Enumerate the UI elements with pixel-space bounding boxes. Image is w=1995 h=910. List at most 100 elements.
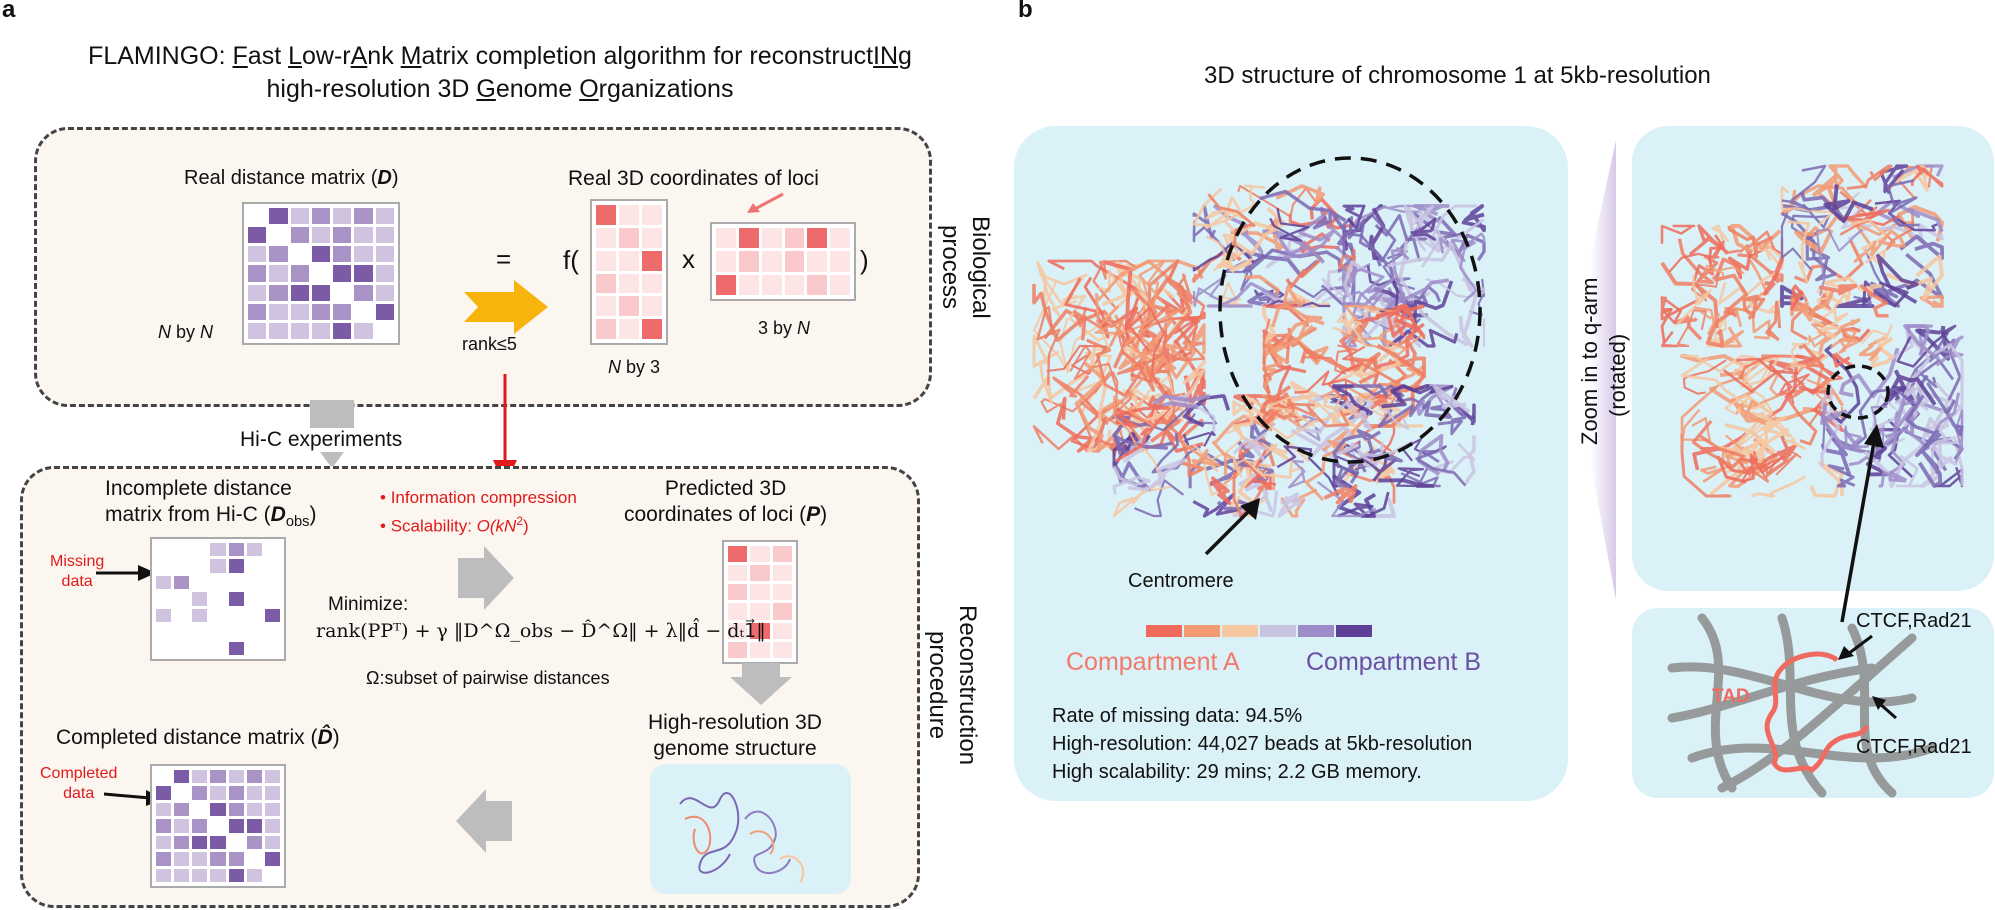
omega-subset-label: Ω:subset of pairwise distances xyxy=(366,668,610,688)
matrix-cell xyxy=(761,251,782,272)
chromatin-strand xyxy=(1334,399,1373,432)
chromatin-strand xyxy=(1917,449,1943,488)
label-text: Completed distance matrix ( xyxy=(56,726,318,749)
chromatin-strand xyxy=(1727,225,1774,259)
matrix-cell xyxy=(210,868,226,882)
chromatin-strand xyxy=(1062,294,1120,342)
matrix-cell xyxy=(269,227,288,244)
matrix-cell xyxy=(246,543,262,557)
three-by-n-label: 3 by N xyxy=(758,318,810,339)
matrix-cell xyxy=(248,303,267,320)
chromatin-strand xyxy=(1682,359,1727,395)
chromatin-strand xyxy=(1192,274,1227,308)
matrix-cell xyxy=(228,592,244,606)
matrix-cell xyxy=(290,303,309,320)
matrix-cell xyxy=(228,559,244,573)
matrix-cell xyxy=(750,565,770,582)
chromatin-strand xyxy=(1232,431,1268,462)
chromatin-strand xyxy=(1128,458,1187,492)
matrix-cell xyxy=(174,559,190,573)
matrix-cell xyxy=(784,251,805,272)
title-text: F xyxy=(232,42,248,70)
completed-data-label: Completed data xyxy=(40,764,117,804)
chromatin-strand xyxy=(1838,327,1858,354)
chromatin-strand xyxy=(1458,276,1478,348)
matrix-cell xyxy=(750,641,770,658)
matrix-cell xyxy=(290,284,309,301)
label-text: ) xyxy=(522,516,529,536)
label-text: Real distance matrix ( xyxy=(184,167,378,189)
chromatin-strand xyxy=(1361,384,1429,409)
matrix-cell xyxy=(192,852,208,866)
matrix-cell xyxy=(375,227,394,244)
chromatin-strand xyxy=(1781,164,1827,212)
reconstruction-procedure-label: Reconstruction procedure xyxy=(922,585,982,785)
matrix-cell xyxy=(156,802,172,817)
matrix-cell xyxy=(210,786,226,800)
matrix-cell xyxy=(642,250,662,271)
matrix-cell xyxy=(290,208,309,225)
matrix-cell xyxy=(728,603,748,620)
chromatin-strand xyxy=(1112,395,1155,449)
chromatin-strand xyxy=(1954,409,1964,463)
chromatin-strand xyxy=(1192,240,1265,272)
chromatin-strand xyxy=(1385,408,1410,431)
chromatin-strand xyxy=(1116,333,1169,392)
incomplete-matrix-line2: matrix from Hi-C (Dobs) xyxy=(105,502,317,535)
missing-data-line1: Missing xyxy=(50,553,105,570)
chromatin-strand xyxy=(1688,224,1729,256)
chromatin-strand xyxy=(1799,289,1835,322)
chromatin-strand xyxy=(1218,233,1235,274)
matrix-cell xyxy=(354,322,373,339)
matrix-cell xyxy=(246,852,262,866)
ctcf-bottom-arrow xyxy=(1872,696,1897,720)
label-math: N xyxy=(158,322,171,342)
chromatin-strand xyxy=(1398,234,1469,347)
matrix-cell xyxy=(269,303,288,320)
matrix-cell xyxy=(619,250,639,271)
matrix-cell xyxy=(264,641,280,655)
chromatin-strand xyxy=(1735,362,1793,415)
matrix-cell xyxy=(716,251,736,272)
matrix-cell xyxy=(311,284,331,301)
chromatin-strand xyxy=(1287,459,1306,489)
chromatin-strand xyxy=(1356,345,1402,378)
real-distance-matrix-label: Real distance matrix (D) xyxy=(184,167,399,190)
matrix-cell xyxy=(738,251,759,272)
chromatin-strand xyxy=(1041,274,1084,317)
chromatin-strand xyxy=(1262,318,1273,381)
matrix-cell xyxy=(174,786,190,800)
pink-arrow xyxy=(747,192,784,213)
chromatin-strand xyxy=(1787,220,1811,284)
chromatin-strand xyxy=(1276,445,1340,497)
chromatin-strand xyxy=(1154,333,1206,362)
chromatin-strand xyxy=(1722,357,1799,393)
matrix-cell xyxy=(264,852,280,866)
real-3d-coordinates-label: Real 3D coordinates of loci xyxy=(568,167,819,190)
title-text: IN xyxy=(873,42,899,70)
label-text: ) xyxy=(820,503,828,526)
reconstruction-procedure-line1: Reconstruction xyxy=(954,604,981,766)
matrix-cell xyxy=(642,205,662,225)
matrix-cell xyxy=(192,786,208,800)
label-text: ) xyxy=(332,726,340,749)
matrix-cell xyxy=(174,575,190,590)
matrix-cell xyxy=(750,584,770,601)
matrix-cell xyxy=(830,274,850,295)
missing-data-line2: data xyxy=(61,573,93,590)
chromatin-strand xyxy=(1713,257,1749,317)
completed-data-line2: data xyxy=(63,785,95,802)
matrix-cell xyxy=(210,559,226,573)
matrix-cell xyxy=(156,575,172,590)
chromatin-strand xyxy=(1124,297,1200,346)
chromatin-strand xyxy=(1036,305,1061,386)
matrix-cell xyxy=(596,250,616,271)
matrix-cell xyxy=(156,835,172,850)
real-distance-matrix xyxy=(242,202,400,345)
matrix-cell xyxy=(192,608,208,623)
matrix-cell xyxy=(248,284,267,301)
chromatin-strand xyxy=(1415,384,1454,416)
matrix-cell xyxy=(750,622,770,639)
chromatin-strand xyxy=(1342,280,1402,339)
label-math: D xyxy=(270,503,286,526)
